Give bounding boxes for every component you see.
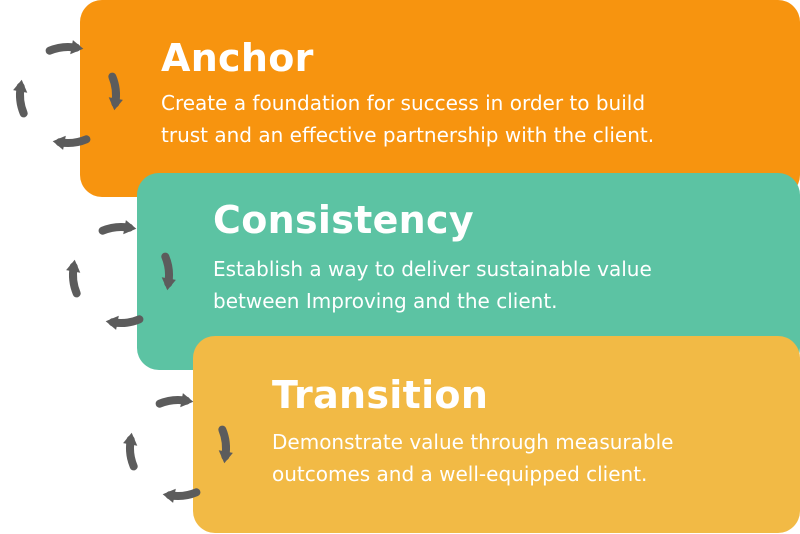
anchor-title: Anchor [161,36,314,80]
transition-description-line: Demonstrate value through measurable [272,430,674,454]
anchor-card: Anchor Create a foundation for success i… [80,0,800,197]
consistency-description: Establish a way to deliver sustainable v… [213,253,652,317]
cycle-arrows-icon [113,383,243,513]
cycle-arrows-icon [56,210,186,340]
consistency-title: Consistency [213,198,474,242]
anchor-description-line: Create a foundation for success in order… [161,91,646,115]
anchor-description-line: trust and an effective partnership with … [161,123,655,147]
transition-description-line: outcomes and a well-equipped client. [272,462,648,486]
consistency-description-line: between Improving and the client. [213,289,558,313]
transition-card: Transition Demonstrate value through mea… [193,336,800,533]
transition-description: Demonstrate value through measurable out… [272,426,673,490]
anchor-description: Create a foundation for success in order… [161,87,654,151]
transition-title: Transition [272,373,489,417]
cycle-arrows-icon [3,30,133,160]
consistency-description-line: Establish a way to deliver sustainable v… [213,257,652,281]
